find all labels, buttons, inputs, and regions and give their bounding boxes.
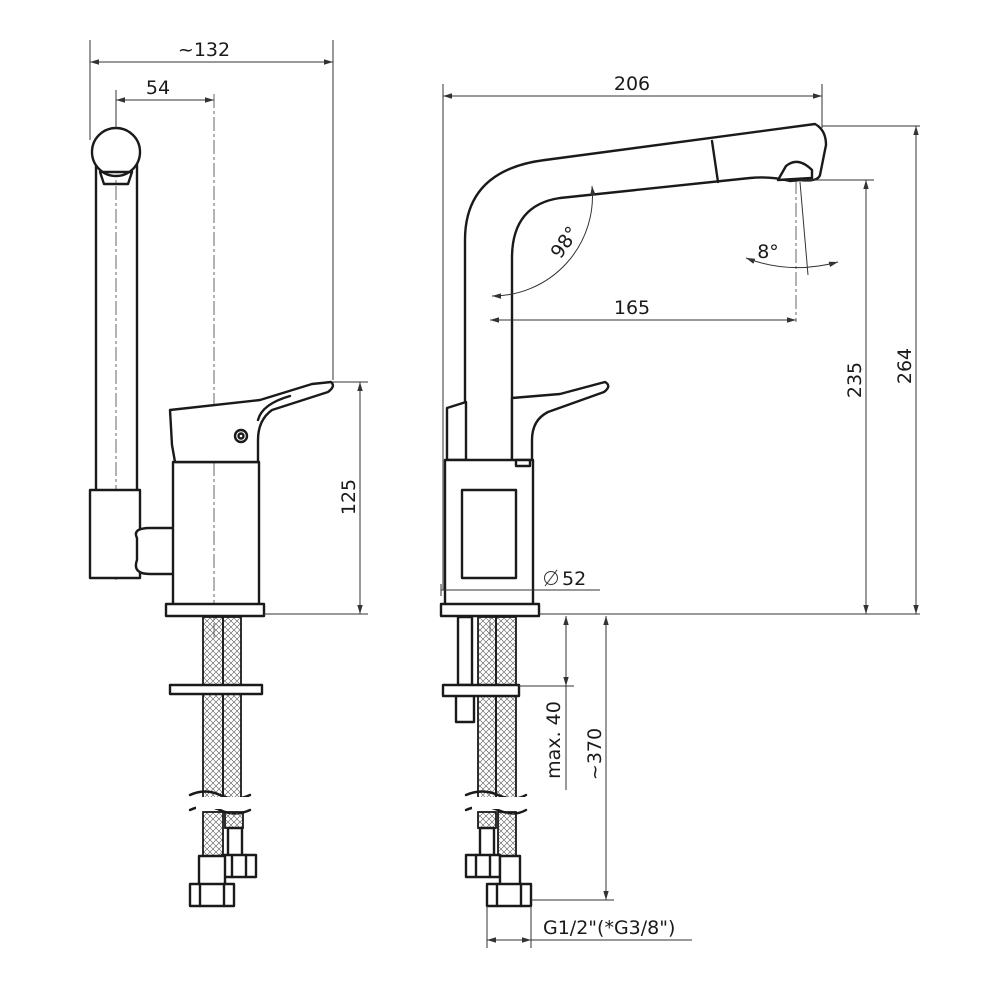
front-connection-label: G1/2"(*G3/8")	[543, 917, 675, 939]
side-hose-lower-b	[224, 811, 244, 829]
front-handle-lever	[445, 400, 468, 462]
side-spout-head	[90, 126, 142, 178]
front-hose-lower-a	[477, 811, 497, 829]
front-base-plate	[439, 602, 541, 618]
front-width-label: 206	[614, 73, 650, 95]
front-angle-spout-label: 8°	[757, 241, 779, 263]
side-hose-lower-a	[202, 811, 224, 857]
front-hose-length-label: ~370	[584, 728, 606, 780]
side-mounting-plate	[168, 683, 264, 696]
front-hose-a	[477, 616, 497, 800]
front-diameter-label: 52	[562, 568, 586, 590]
side-spout-sleeve	[88, 488, 142, 580]
side-hose-a	[202, 616, 224, 800]
front-aerator	[776, 160, 814, 182]
side-base-plate	[164, 602, 266, 618]
side-nut	[188, 882, 236, 908]
side-width-label: ~132	[178, 39, 230, 61]
front-hose-b	[495, 616, 517, 800]
side-hose-b	[222, 616, 242, 800]
front-hose-lower-b	[497, 811, 517, 857]
front-nut	[485, 882, 533, 908]
front-mounting-plate	[441, 683, 521, 698]
side-offset-label: 54	[146, 77, 170, 99]
front-angle-bend-label: 98°	[546, 222, 583, 262]
side-body	[171, 460, 261, 608]
front-total-height-label: 264	[894, 348, 916, 384]
side-view: ~132 54 125	[88, 39, 368, 908]
front-outlet-height-label: 235	[844, 362, 866, 398]
front-stud	[456, 615, 474, 687]
front-reach-label: 165	[614, 297, 650, 319]
side-handle-lever	[168, 380, 335, 464]
front-view: 206 98° 8° 165 235 264 52 max. 40	[439, 73, 920, 948]
side-height-label: 125	[338, 479, 360, 515]
front-max-thickness-label: max. 40	[543, 701, 565, 779]
